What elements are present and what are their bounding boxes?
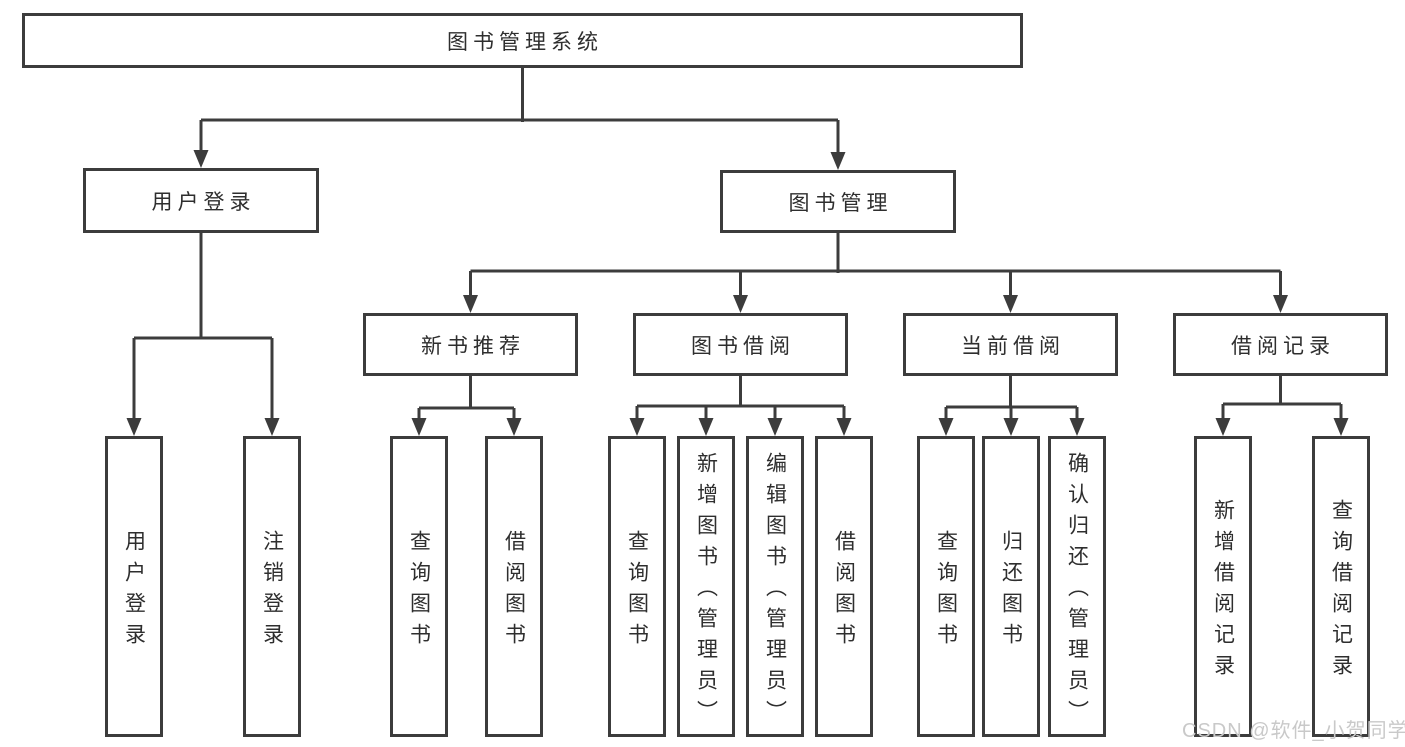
leaf-return-book-label: 归还图书 [999,529,1023,654]
leaf-query-borrow-record-label: 查询借阅记录 [1329,498,1353,685]
node-current-borrowing: 当前借阅 [903,313,1118,376]
node-borrowing-records-label: 借阅记录 [1231,334,1335,358]
leaf-query-books-borrowing-label: 查询图书 [625,529,649,654]
leaf-return-book: 归还图书 [982,436,1040,737]
leaf-query-books-current-label: 查询图书 [934,529,958,654]
leaf-logout-label: 注销登录 [260,529,284,654]
node-new-book-recommend-label: 新书推荐 [421,334,525,358]
leaf-add-borrow-record-label: 新增借阅记录 [1211,498,1235,685]
leaf-confirm-return-admin: 确认归还（管理员） [1048,436,1106,737]
leaf-logout: 注销登录 [243,436,301,737]
node-user-login: 用户登录 [83,168,319,233]
node-book-management: 图书管理 [720,170,956,233]
node-user-login-label: 用户登录 [151,190,256,214]
leaf-borrow-books-borrowing: 借阅图书 [815,436,873,737]
node-book-borrowing: 图书借阅 [633,313,848,376]
leaf-borrow-books-recommend: 借阅图书 [485,436,543,737]
leaf-add-book-admin-label: 新增图书（管理员） [694,452,718,731]
leaf-query-books-current: 查询图书 [917,436,975,737]
node-new-book-recommend: 新书推荐 [363,313,578,376]
leaf-query-books-recommend-label: 查询图书 [407,529,431,654]
leaf-add-borrow-record: 新增借阅记录 [1194,436,1252,737]
leaf-query-books-recommend: 查询图书 [390,436,448,737]
leaf-edit-book-admin-label: 编辑图书（管理员） [763,452,787,731]
node-current-borrowing-label: 当前借阅 [961,334,1065,358]
node-borrowing-records: 借阅记录 [1173,313,1388,376]
leaf-user-login-label: 用户登录 [122,529,146,654]
watermark: CSDN @软件_小贺同学 [1182,720,1405,742]
node-root: 图书管理系统 [22,13,1023,68]
node-root-label: 图书管理系统 [447,30,603,54]
node-book-borrowing-label: 图书借阅 [691,334,795,358]
leaf-user-login: 用户登录 [105,436,163,737]
leaf-borrow-books-recommend-label: 借阅图书 [502,529,526,654]
leaf-query-borrow-record: 查询借阅记录 [1312,436,1370,737]
leaf-query-books-borrowing: 查询图书 [608,436,666,737]
leaf-confirm-return-admin-label: 确认归还（管理员） [1065,452,1089,731]
leaf-borrow-books-borrowing-label: 借阅图书 [832,529,856,654]
node-book-management-label: 图书管理 [788,191,893,215]
leaf-add-book-admin: 新增图书（管理员） [677,436,735,737]
leaf-edit-book-admin: 编辑图书（管理员） [746,436,804,737]
